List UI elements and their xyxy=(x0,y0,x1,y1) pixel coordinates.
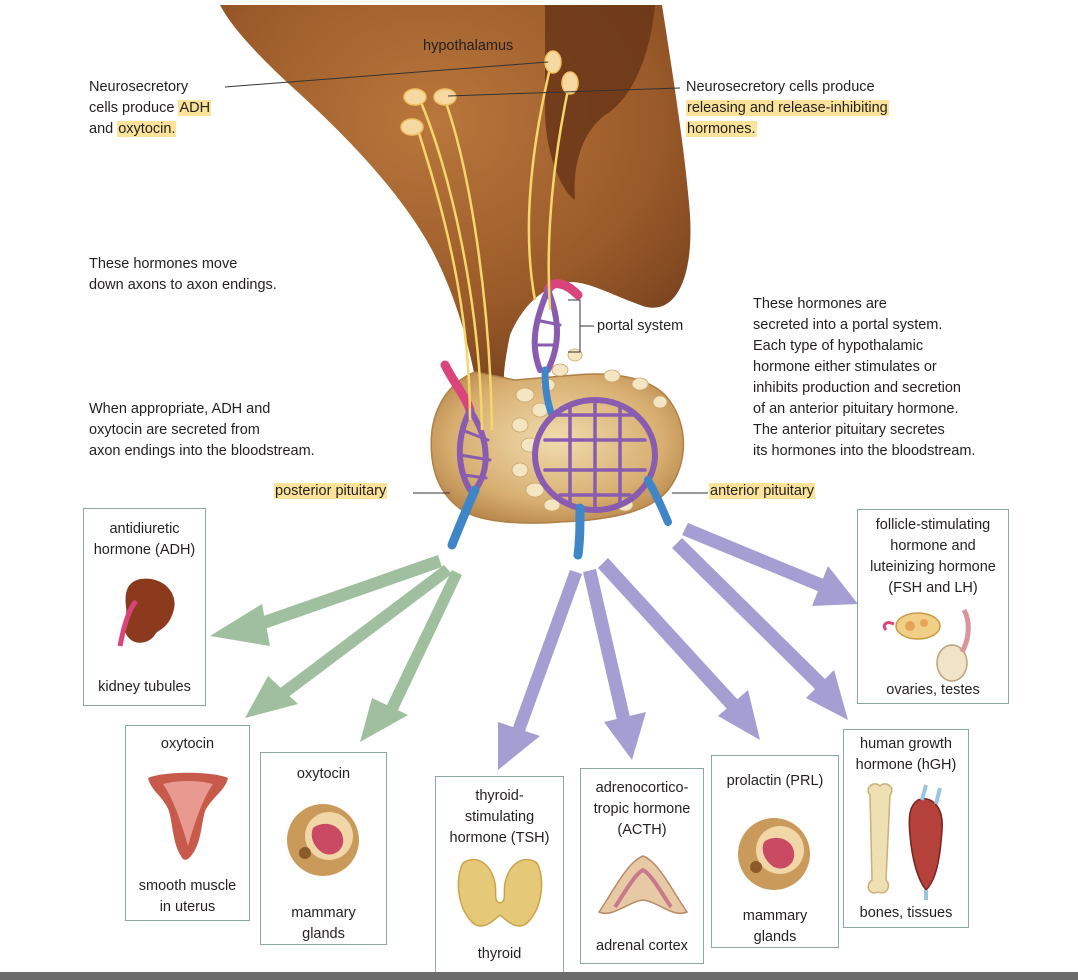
posterior-vessels xyxy=(440,360,492,550)
mammary-gland-icon xyxy=(738,818,810,890)
label-hypothalamus: hypothalamus xyxy=(423,38,514,54)
target-box-hgh: human growth hormone (hGH) bones, tissue… xyxy=(843,729,969,928)
bottom-bar xyxy=(0,972,1078,980)
organ-label: mammary glands xyxy=(291,905,356,942)
label-posterior-pituitary: posterior pituitary xyxy=(274,483,388,499)
organ-label: bones, tissues xyxy=(859,905,953,921)
target-box-adh: antidiuretic hormone (ADH) kidney tubule… xyxy=(83,508,206,706)
label-anterior-pituitary: anterior pituitary xyxy=(709,483,815,499)
target-box-tsh: thyroid- stimulating hormone (TSH) thyro… xyxy=(435,776,564,973)
target-box-prl: prolactin (PRL) mammary glands xyxy=(711,755,839,948)
organ-label: mammary glands xyxy=(742,908,808,945)
note-right-top: Neurosecretory cells produce releasing a… xyxy=(686,79,889,137)
brain-fold-shape xyxy=(545,5,655,200)
kidney-icon xyxy=(117,578,175,647)
note-left-low: When appropriate, ADH and oxytocin are s… xyxy=(89,401,315,459)
hormone-label: thyroid- stimulating hormone (TSH) xyxy=(449,788,550,846)
organ-label: adrenal cortex xyxy=(596,938,688,954)
organ-label: thyroid xyxy=(477,946,522,962)
hormone-label: oxytocin xyxy=(160,736,215,752)
ovary-testis-icon xyxy=(882,608,971,682)
organ-label: ovaries, testes xyxy=(886,682,980,698)
hormone-label: follicle-stimulating hormone and luteini… xyxy=(870,517,996,596)
note-right-mid: These hormones are secreted into a porta… xyxy=(753,296,976,459)
neurosecretory-cells xyxy=(416,59,572,431)
note-left-top: Neurosecretory cells produce ADH and oxy… xyxy=(89,79,212,137)
leader-lines xyxy=(224,61,708,494)
thyroid-icon xyxy=(457,858,543,927)
portal-vessels xyxy=(531,279,583,419)
organ-label: kidney tubules xyxy=(98,679,191,695)
uterus-icon xyxy=(148,772,228,860)
target-box-oxytocin-uterus: oxytocin smooth muscle in uterus xyxy=(125,725,250,921)
posterior-arrows xyxy=(210,555,462,742)
hormone-label: prolactin (PRL) xyxy=(726,773,824,789)
note-left-mid: These hormones move down axons to axon e… xyxy=(89,256,277,293)
target-box-oxytocin-mammary: oxytocin mammary glands xyxy=(260,752,387,945)
hormone-label: adrenocortico- tropic hormone (ACTH) xyxy=(593,780,691,838)
target-box-fsh-lh: follicle-stimulating hormone and luteini… xyxy=(857,509,1009,704)
anterior-capillaries xyxy=(532,397,672,560)
hormone-label: antidiuretic hormone (ADH) xyxy=(93,521,196,558)
adrenal-icon xyxy=(597,855,689,915)
hormone-label: human growth hormone (hGH) xyxy=(855,736,957,773)
anterior-arrows xyxy=(498,523,858,770)
bone-muscle-icon xyxy=(867,783,943,900)
target-box-acth: adrenocortico- tropic hormone (ACTH) adr… xyxy=(580,768,704,964)
label-portal-system: portal system xyxy=(597,318,684,334)
organ-label: smooth muscle in uterus xyxy=(138,878,237,915)
mammary-gland-icon xyxy=(287,804,359,876)
hormone-label: oxytocin xyxy=(296,766,351,782)
